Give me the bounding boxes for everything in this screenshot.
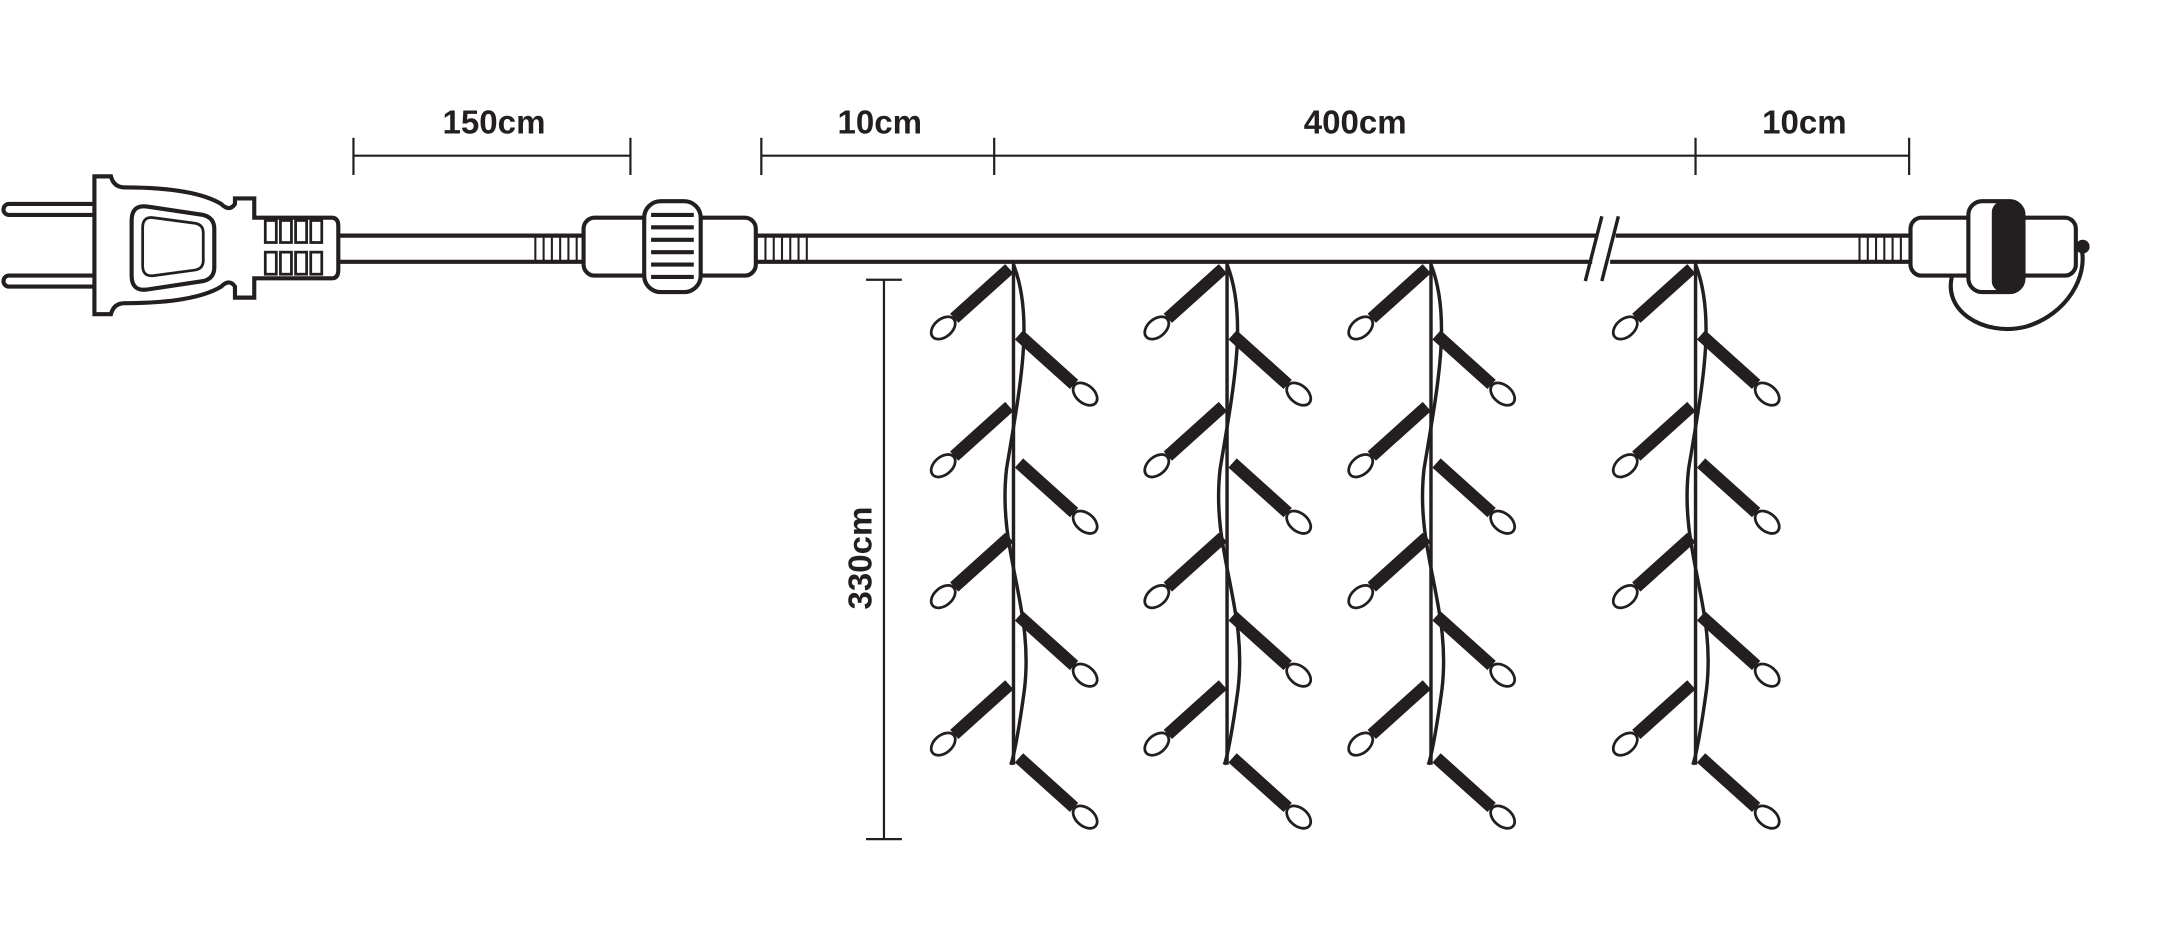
- led-bulb-icon: [1611, 680, 1696, 757]
- led-bulb-icon: [1014, 753, 1099, 830]
- main-cable: [755, 215, 1914, 282]
- drop-height-label: 330cm: [843, 507, 880, 610]
- led-bulb-icon: [1014, 330, 1099, 407]
- led-bulb-icon: [1347, 532, 1432, 610]
- light-strands: [929, 261, 1781, 830]
- strand-span-length-label: 400cm: [1304, 105, 1407, 142]
- power-plug-icon: [1, 174, 341, 317]
- led-bulb-icon: [929, 401, 1014, 479]
- led-bulb-icon: [1347, 680, 1432, 757]
- led-bulb-icon: [1143, 680, 1228, 757]
- led-bulb-icon: [1228, 611, 1313, 688]
- end-cap-icon: [1908, 199, 2090, 332]
- light-strand: [1611, 261, 1781, 830]
- led-bulb-icon: [1014, 458, 1099, 535]
- led-bulb-icon: [1696, 611, 1781, 688]
- light-strand: [1143, 261, 1313, 830]
- led-bulb-icon: [1143, 264, 1228, 341]
- led-bulb-icon: [1432, 458, 1517, 535]
- led-bulb-icon: [1611, 264, 1696, 341]
- led-bulb-icon: [1432, 753, 1517, 830]
- led-bulb-icon: [1014, 611, 1099, 688]
- lead-cable-length-label: 150cm: [443, 105, 546, 142]
- led-bulb-icon: [1696, 753, 1781, 830]
- led-bulb-icon: [1696, 458, 1781, 535]
- led-bulb-icon: [1432, 611, 1517, 688]
- led-bulb-icon: [1611, 532, 1696, 610]
- led-bulb-icon: [1611, 401, 1696, 479]
- led-bulb-icon: [1228, 458, 1313, 535]
- lead-cable: [338, 233, 584, 264]
- led-bulb-icon: [1228, 753, 1313, 830]
- last-gap-length-label: 10cm: [1762, 105, 1847, 142]
- led-bulb-icon: [1143, 532, 1228, 610]
- led-bulb-icon: [1143, 401, 1228, 479]
- led-bulb-icon: [929, 532, 1014, 610]
- led-bulb-icon: [1696, 330, 1781, 407]
- led-bulb-icon: [929, 680, 1014, 757]
- led-bulb-icon: [1347, 401, 1432, 479]
- led-bulb-icon: [929, 264, 1014, 341]
- light-strand: [929, 261, 1099, 830]
- led-bulb-icon: [1347, 264, 1432, 341]
- light-strand: [1347, 261, 1517, 830]
- first-gap-length-label: 10cm: [838, 105, 923, 142]
- connector-coupling-icon: [581, 199, 758, 295]
- led-bulb-icon: [1228, 330, 1313, 407]
- led-bulb-icon: [1432, 330, 1517, 407]
- dimension-lines: [352, 137, 1911, 841]
